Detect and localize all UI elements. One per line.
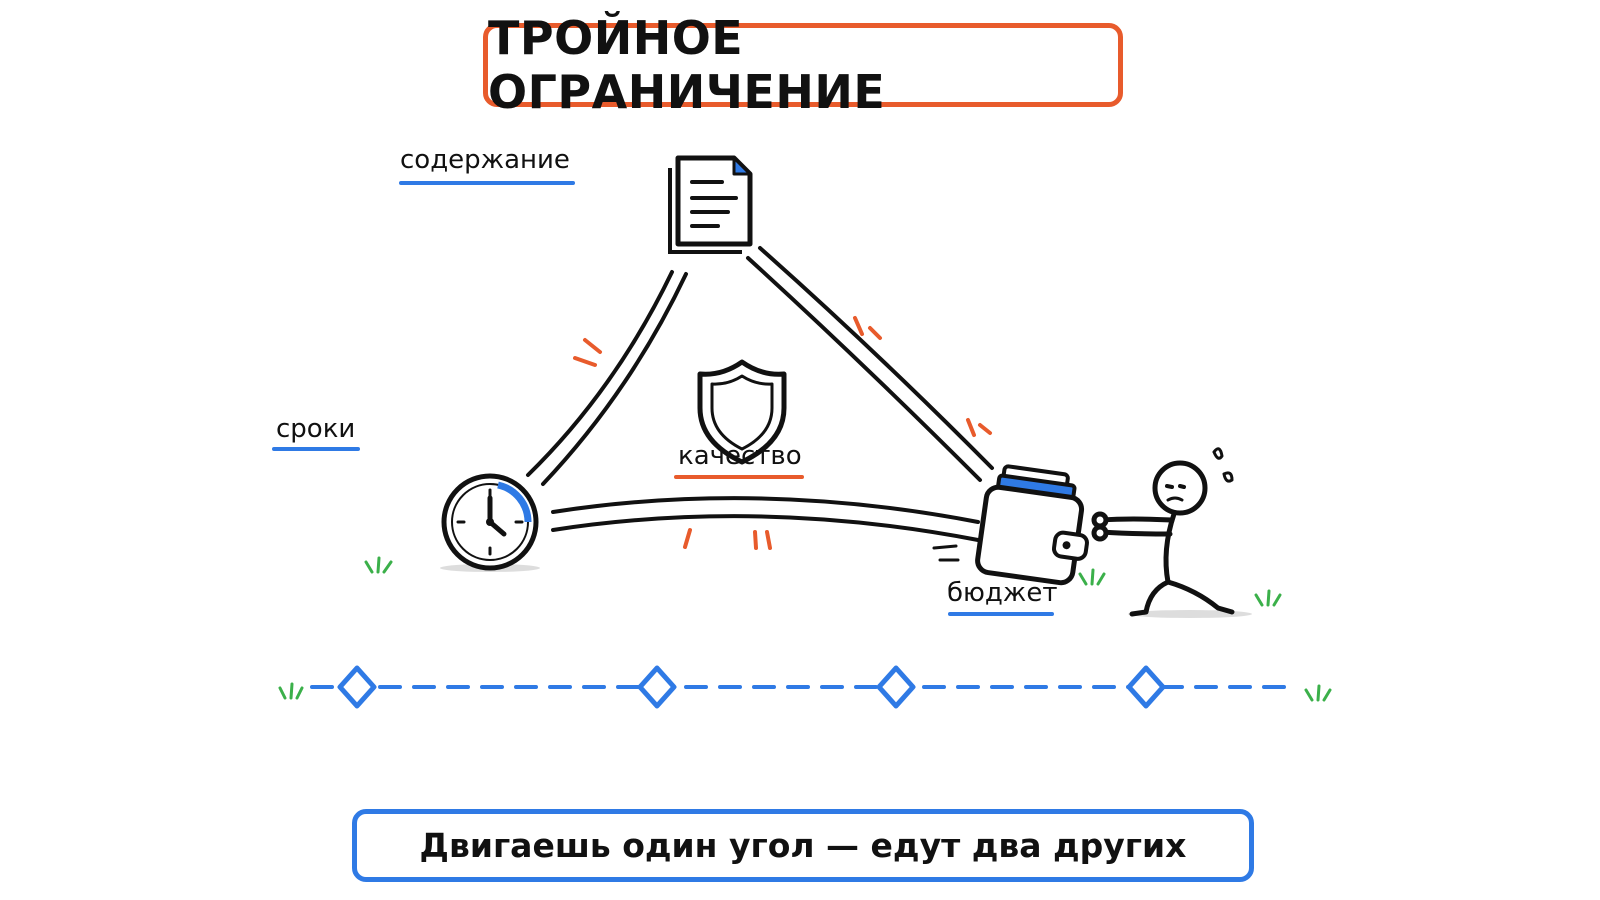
grass-tufts [278,556,1332,702]
milestone-1 [337,665,377,709]
underline-scope [399,181,575,185]
caption-box: Двигаешь один угол — едут два других [352,809,1254,882]
caption-text: Двигаешь один угол — едут два других [419,826,1187,865]
label-budget: бюджет [947,578,1058,608]
underline-quality [674,475,804,479]
label-quality: качество [678,441,802,471]
title-box: ТРОЙНОЕ ОГРАНИЧЕНИЕ [483,11,1123,119]
edge-right-inner [758,246,994,470]
shield-icon [697,359,787,465]
underline-budget [948,612,1054,616]
stick-figure-icon [1091,447,1252,618]
underline-time [272,447,360,451]
edge-bottom-inner [551,514,980,542]
edge-left [526,270,674,477]
edge-bottom [551,496,980,524]
label-scope: содержание [400,145,570,175]
clock-icon [440,473,540,572]
edge-right [746,256,982,482]
timeline-milestones [337,665,1166,709]
label-time: сроки [276,414,356,444]
milestone-3 [876,665,916,709]
milestone-4 [1126,665,1166,709]
tension-marks [573,316,992,550]
triangle-edges [526,246,994,542]
motion-lines [932,544,960,562]
page-title: ТРОЙНОЕ ОГРАНИЧЕНИЕ [488,11,886,119]
wallet-icon [975,464,1089,586]
document-icon [668,155,753,254]
edge-left-inner [541,272,688,486]
milestone-2 [637,665,677,709]
